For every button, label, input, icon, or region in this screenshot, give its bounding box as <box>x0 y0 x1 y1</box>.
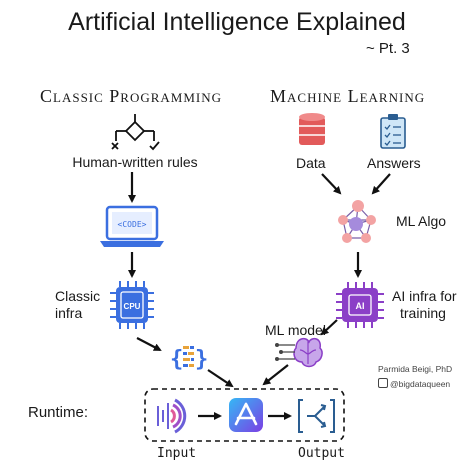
database-icon <box>299 113 325 145</box>
ml-algo-label: ML Algo <box>396 213 447 229</box>
ai-chip-icon: AI <box>336 282 384 328</box>
brain-model-icon <box>275 337 323 368</box>
page-subtitle: ~ Pt. 3 <box>366 40 410 57</box>
page-title: Artificial Intelligence Explained <box>68 8 406 36</box>
arrow-cpu-to-codefile <box>136 337 162 351</box>
clipboard-icon <box>380 114 406 149</box>
credit-handle: @bigdataqueen <box>378 378 450 389</box>
app-icon <box>229 398 263 432</box>
code-file-icon: { } <box>170 346 208 372</box>
flow-arrows <box>128 172 391 420</box>
neural-network-icon <box>338 200 376 243</box>
arrow-codefile-to-runtime <box>207 369 234 388</box>
classic-infra-label: Classic infra <box>55 288 100 322</box>
flowchart-icon <box>111 114 160 151</box>
input-wave-icon <box>157 398 187 434</box>
ml-model-label: ML model <box>265 322 326 338</box>
cpu-text: CPU <box>124 302 141 311</box>
arrow-answers-to-algo <box>371 173 391 195</box>
classic-infra-label-line1: Classic <box>55 288 101 304</box>
ai-infra-label: AI infra for training <box>392 288 457 322</box>
runtime-box <box>144 388 345 442</box>
rules-label: Human-written rules <box>72 154 198 170</box>
arrow-data-to-algo <box>321 173 342 195</box>
runtime-label: Runtime: <box>28 404 89 421</box>
ai-chip-text: AI <box>356 301 365 311</box>
output-split-icon <box>298 399 335 433</box>
answers-label: Answers <box>367 155 421 171</box>
ai-infra-label-line2: training <box>400 305 446 321</box>
output-label: Output <box>298 446 345 461</box>
svg-text:}: } <box>195 347 208 372</box>
input-label: Input <box>157 446 197 461</box>
machine-learning-heading: Machine Learning <box>270 86 426 106</box>
arrow-chip-to-model <box>320 319 338 336</box>
credit-author: Parmida Beigi, PhD <box>378 364 453 374</box>
data-label: Data <box>296 155 326 171</box>
arrow-model-to-runtime <box>262 364 289 386</box>
code-text: <CODE> <box>118 220 147 229</box>
classic-infra-label-line2: infra <box>55 305 83 321</box>
svg-text:{: { <box>170 347 183 372</box>
laptop-code-icon: <CODE> <box>100 205 164 247</box>
ai-infra-label-line1: AI infra for <box>392 288 457 304</box>
instagram-icon <box>378 378 388 388</box>
classic-programming-heading: Classic Programming <box>40 86 223 106</box>
cpu-chip-icon: CPU <box>110 281 154 329</box>
